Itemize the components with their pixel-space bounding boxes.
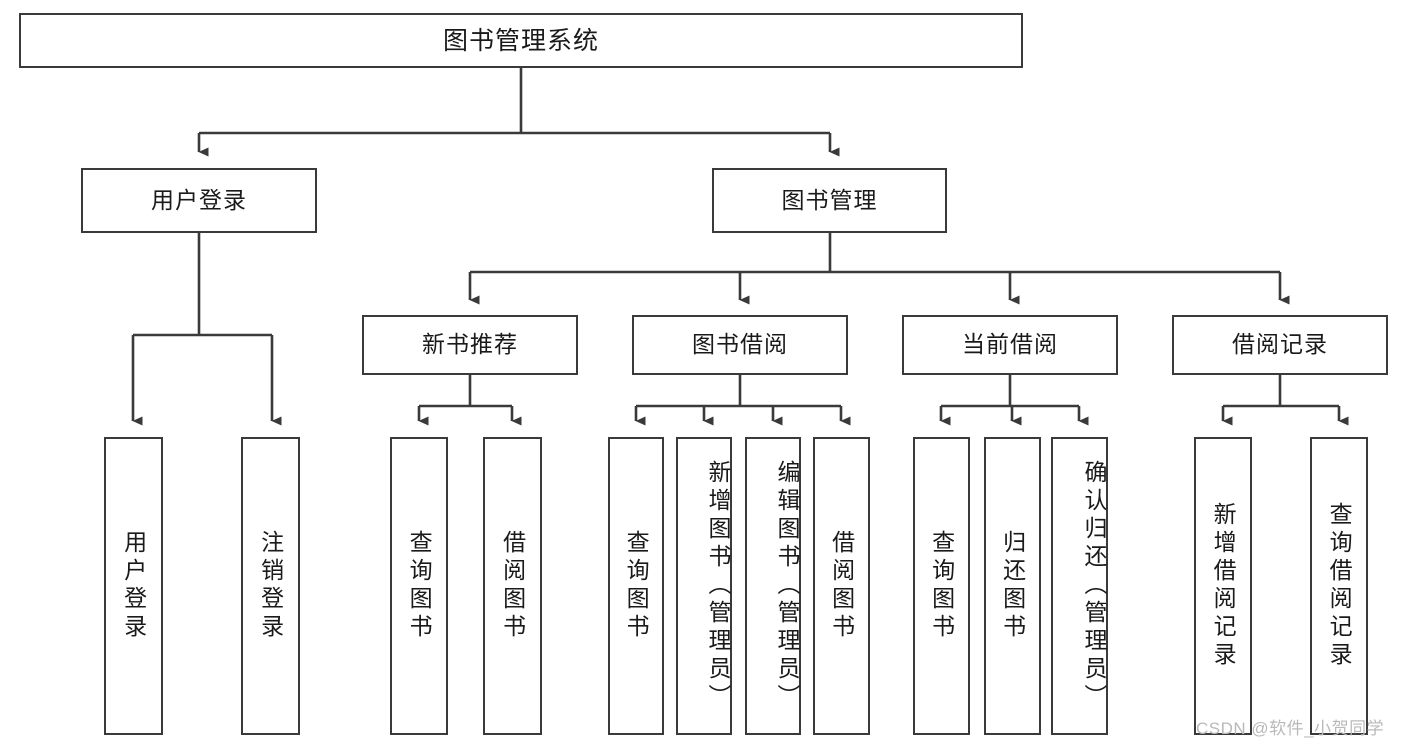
node-leaf-return-book[interactable]: 归还图书	[984, 437, 1041, 735]
node-level3-borrow-records[interactable]: 借阅记录	[1172, 315, 1388, 375]
node-leaf-confirm-return-admin[interactable]: 确认归还（管理员）	[1051, 437, 1108, 735]
node-level3-book-borrow[interactable]: 图书借阅	[632, 315, 848, 375]
node-level2-book-management[interactable]: 图书管理	[712, 168, 947, 233]
node-level2-user-login[interactable]: 用户登录	[81, 168, 317, 233]
node-level3-current-borrow[interactable]: 当前借阅	[902, 315, 1118, 375]
node-leaf-logout[interactable]: 注销登录	[241, 437, 300, 735]
node-level3-new-book-recommend[interactable]: 新书推荐	[362, 315, 578, 375]
node-leaf-user-login[interactable]: 用户登录	[104, 437, 163, 735]
node-root[interactable]: 图书管理系统	[19, 13, 1023, 68]
node-leaf-query-borrow-record[interactable]: 查询借阅记录	[1310, 437, 1368, 735]
node-leaf-add-book-admin[interactable]: 新增图书（管理员）	[676, 437, 732, 735]
node-leaf-borrow-book-newbook[interactable]: 借阅图书	[483, 437, 542, 735]
csdn-watermark: CSDN @软件_小贺同学	[1196, 719, 1385, 738]
node-leaf-query-book-current[interactable]: 查询图书	[913, 437, 970, 735]
node-leaf-borrow-book[interactable]: 借阅图书	[813, 437, 870, 735]
node-leaf-query-book-borrow[interactable]: 查询图书	[608, 437, 664, 735]
node-leaf-add-borrow-record[interactable]: 新增借阅记录	[1194, 437, 1252, 735]
node-leaf-edit-book-admin[interactable]: 编辑图书（管理员）	[745, 437, 801, 735]
node-leaf-query-book-newbook[interactable]: 查询图书	[390, 437, 448, 735]
